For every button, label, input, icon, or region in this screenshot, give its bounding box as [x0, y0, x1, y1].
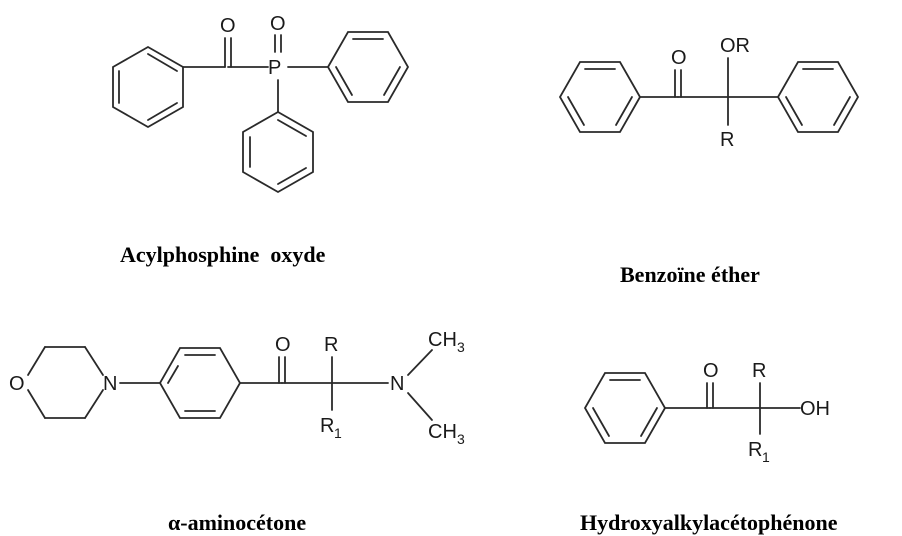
- oxygen-label: O: [220, 15, 236, 37]
- caption-hydroxyalkylacetophenone: Hydroxyalkylacétophénone: [580, 510, 838, 535]
- oxygen-label: O: [275, 334, 291, 356]
- phosphoryl-oxygen-label: O: [270, 13, 286, 35]
- oxygen-label: O: [703, 360, 719, 382]
- ether-or-label: OR: [720, 35, 750, 57]
- r-group-label: R: [324, 334, 338, 356]
- caption-acylphosphine-oxide: Acylphosphine oxyde: [120, 242, 326, 267]
- r1-subscript: 1: [334, 425, 342, 441]
- benzene-ring-right: [776, 61, 860, 133]
- morpholine-nitrogen-label: N: [103, 373, 117, 395]
- methyl-top-label: CH: [428, 329, 457, 351]
- bond-nitrogen-methyl-bottom: [407, 392, 433, 421]
- benzene-ring-left: [558, 61, 642, 133]
- benzene-ring-right: [326, 31, 410, 103]
- benzene-ring-center: [158, 347, 242, 419]
- acylphosphine-oxide-structure: O P O Acylphosphine oxyde: [112, 13, 410, 267]
- caption-benzoin-ether: Benzoïne éther: [620, 262, 760, 287]
- alpha-aminoketone-structure: O N O R R 1 N CH 3 CH 3 α-aminocétone: [9, 329, 465, 535]
- morpholine-oxygen-label: O: [9, 373, 25, 395]
- hydroxyl-label: OH: [800, 398, 830, 420]
- bond-nitrogen-methyl-top: [407, 349, 433, 376]
- hydroxyalkylacetophenone-structure: O R OH R 1 Hydroxyalkylacétophénone: [580, 360, 838, 535]
- r-group-label: R: [752, 360, 766, 382]
- methyl-bottom-label: CH: [428, 421, 457, 443]
- amine-nitrogen-label: N: [390, 373, 404, 395]
- benzoin-ether-structure: O OR R Benzoïne éther: [558, 35, 860, 287]
- oxygen-label: O: [671, 47, 687, 69]
- caption-alpha-aminoketone: α-aminocétone: [168, 510, 306, 535]
- r1-group-label: R: [748, 439, 762, 461]
- morpholine-ring: O N: [9, 346, 117, 419]
- phosphorus-label: P: [268, 57, 281, 79]
- benzene-ring: [583, 372, 667, 444]
- benzene-ring-bottom: [242, 110, 314, 194]
- r1-subscript: 1: [762, 449, 770, 465]
- benzene-ring-left: [112, 45, 184, 129]
- methyl-bottom-subscript: 3: [457, 431, 465, 447]
- r-group-label: R: [720, 129, 734, 151]
- methyl-top-subscript: 3: [457, 339, 465, 355]
- r1-group-label: R: [320, 415, 334, 437]
